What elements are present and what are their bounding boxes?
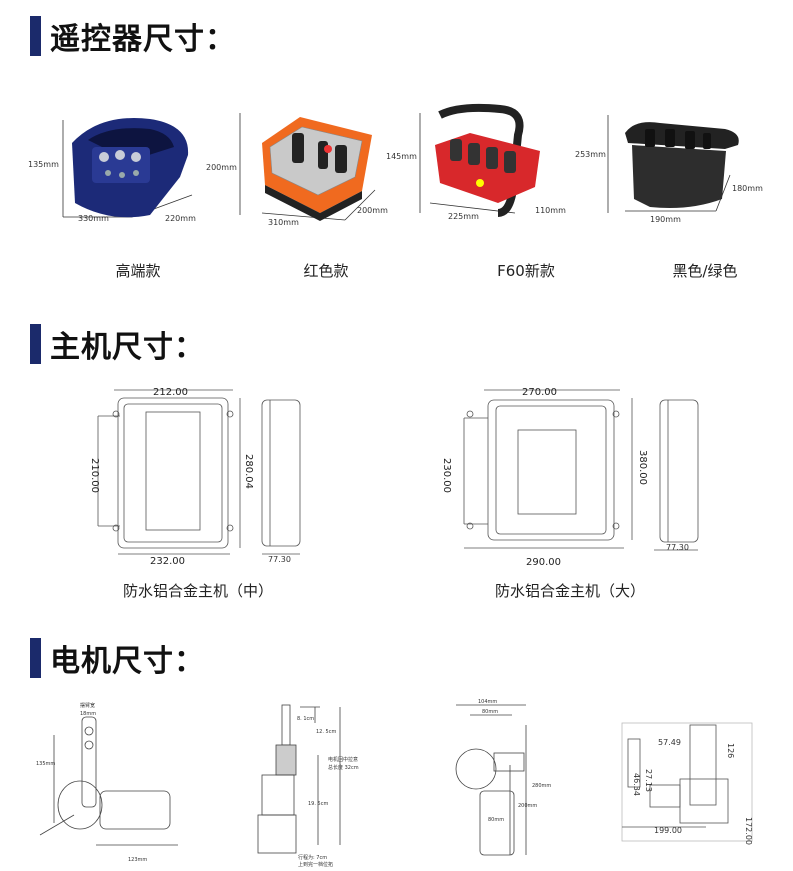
motor-4-drawing [621,722,753,842]
motor-4-a: 57.49 [658,738,681,747]
section-title-remote: 遥控器尺寸： [50,22,236,57]
motor-2-note2: 总长度 32cm [328,764,359,771]
motor-4-e: 126 [726,743,735,758]
remote-dim-width-1: 330mm [78,214,109,223]
host-caption-medium: 防水铝合金主机（中） [122,582,273,600]
motor-2-b: 12. 5cm [316,729,336,735]
remote-image-premium [62,118,193,218]
remote-dim-width-4: 190mm [650,215,681,224]
remote-dim-depth-4: 180mm [732,184,763,193]
section-accent-bar [30,16,41,56]
remote-caption-3: F60新款 [497,262,555,280]
remote-image-red [239,113,376,221]
motor-4-d: 46.34 [632,773,641,796]
remote-dim-depth-2: 200mm [357,206,388,215]
motor-1-drawing [39,716,178,846]
motor-drawings: 摆臂宽 18mm 135mm 123mm 8. 1cm 12. 5cm 19. … [36,699,753,868]
motor-2-foot2: 上到完一档位拓 [298,861,333,868]
motor-1-bottom: 123mm [128,857,147,863]
motor-2-foot1: 行程为: 7cm [298,854,327,861]
motor-3-w1: 104mm [478,699,497,705]
host-medium-left-dim: 210.00 [89,458,100,493]
remote-dim-depth-3: 110mm [535,206,566,215]
host-large-side-dim: 77.30 [666,543,689,552]
motor-2-c: 19. 5cm [308,801,328,807]
section-title-motor: 电机尺寸： [50,644,205,679]
motor-2-a: 8. 1cm [297,716,314,722]
remote-dim-width-3: 225mm [448,212,479,221]
host-large-top-dim: 270.00 [522,387,557,398]
section-title-host: 主机尺寸： [50,330,205,365]
host-medium-front [97,389,241,555]
remote-dim-height-3: 145mm [386,152,417,161]
host-caption-large: 防水铝合金主机（大） [494,582,645,600]
section-accent-bar [30,638,41,678]
motor-3-h2: 200mm [518,803,537,809]
host-large-bottom-dim: 290.00 [526,557,561,568]
motor-4-b: 199.00 [654,826,682,835]
remote-image-black [607,115,739,213]
host-medium-side-dim: 77.30 [268,555,291,564]
remote-image-f60 [419,103,540,217]
motor-4-f: 172.00 [744,817,753,845]
host-large-side [654,399,699,551]
host-large-front [463,389,633,549]
host-drawings: 212.00 232.00 210.00 280.04 77.30 270.00… [89,387,699,568]
remote-caption-4: 黑色/绿色 [672,262,738,280]
motor-1-top-val: 18mm [80,711,96,717]
host-large-right-dim: 380.00 [637,450,648,485]
motor-2-drawing [257,704,341,854]
remote-dim-height-4: 253mm [575,150,606,159]
remote-caption-1: 高端款 [115,262,161,280]
section-accent-bar [30,324,41,364]
remote-dim-height-2: 200mm [206,163,237,172]
host-medium-bottom-dim: 232.00 [150,556,185,567]
section-header-motor: 电机尺寸： [30,636,205,680]
section-header-remote: 遥控器尺寸： [30,14,236,58]
motor-3-h1: 280mm [532,783,551,789]
motor-3-drawing [455,704,527,856]
host-medium-side [261,399,301,555]
remote-dim-depth-1: 220mm [165,214,196,223]
motor-4-c: 27.13 [644,769,653,792]
section-header-host: 主机尺寸： [30,322,205,366]
remote-drawings: 135mm 330mm 220mm 200mm 310mm 200mm 145m… [28,103,763,227]
motor-3-w2: 80mm [482,709,498,715]
motor-1-height: 135mm [36,761,55,767]
host-medium-top-dim: 212.00 [153,387,188,398]
host-large-left-dim: 230.00 [441,458,452,493]
host-medium-right-dim: 280.04 [243,454,254,489]
motor-2-note1: 电机回中拉意 [328,756,358,763]
motor-1-top-label: 摆臂宽 [80,702,95,709]
remote-caption-2: 红色款 [303,262,349,280]
remote-dim-width-2: 310mm [268,218,299,227]
motor-3-b: 80mm [488,817,504,823]
remote-dim-height-1: 135mm [28,160,59,169]
